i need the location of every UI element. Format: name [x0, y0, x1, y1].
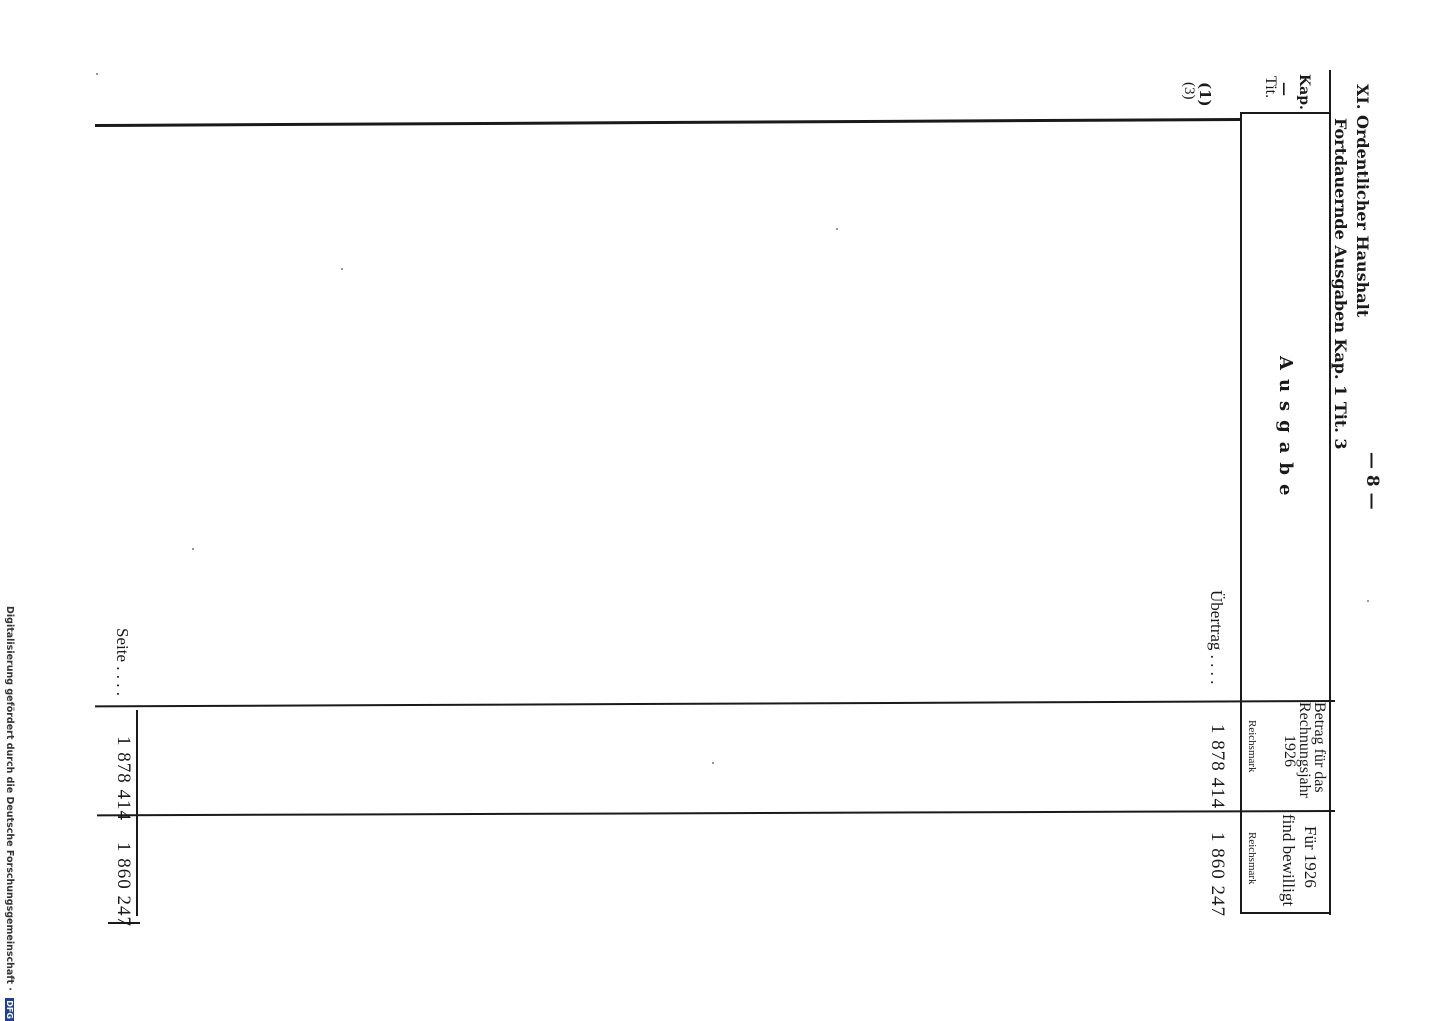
scan-speck — [712, 762, 714, 764]
header-bottom-rule — [1240, 112, 1242, 914]
betrag-unit: Reichsmark — [1246, 720, 1258, 773]
bewilligt-header-line2: find bewilligt — [1279, 814, 1298, 907]
dfg-logo: DFG — [5, 998, 14, 1021]
betrag-header-line1: Betrag für das — [1311, 702, 1328, 793]
separator-dot: · — [4, 983, 15, 995]
bewilligt-column-rule — [97, 810, 1336, 817]
page-number: — 8 — — [1362, 452, 1382, 510]
kap-header-rule — [1241, 112, 1331, 114]
betrag-column-rule-left — [95, 700, 1336, 708]
table-bottom-rule — [1241, 912, 1331, 914]
funding-note: Digitalisierung gefördert durch die Deut… — [4, 606, 15, 1021]
seite-bewilligt: 1 860 247 — [113, 842, 134, 927]
uebertrag-bewilligt: 1 860 247 — [1207, 832, 1228, 917]
tit-header: Tit. — [1262, 76, 1279, 99]
scan-speck — [836, 228, 838, 230]
scan-speck — [96, 73, 98, 75]
kap-header: Kap. — [1296, 74, 1312, 110]
row-kap-number: (1) — [1196, 82, 1214, 107]
seite-label: Seite . . . . — [113, 628, 132, 696]
bewilligt-header-line1: Für 1926 — [1301, 826, 1320, 888]
table-top-rule — [1329, 70, 1331, 915]
scan-speck — [1367, 600, 1369, 602]
seite-sum-rule — [136, 710, 138, 916]
uebertrag-label: Übertrag . . . . — [1207, 590, 1226, 685]
bewilligt-unit: Reichsmark — [1246, 832, 1258, 885]
betrag-header-line3: 1926 — [1281, 735, 1298, 767]
row-tit-number: (3) — [1181, 82, 1197, 100]
kap-column-rule — [95, 118, 1241, 127]
seite-bottom-rule — [108, 922, 140, 924]
uebertrag-betrag: 1 878 414 — [1207, 724, 1228, 809]
section-subtitle: Fortdauernde Ausgaben Kap. 1 Tit. 3 — [1331, 118, 1350, 450]
scan-speck — [192, 548, 194, 550]
scan-speck — [341, 268, 343, 270]
seite-betrag: 1 878 414 — [113, 736, 134, 821]
funding-note-text: Digitalisierung gefördert durch die Deut… — [4, 606, 15, 984]
ausgabe-header: Ausgabe — [1275, 356, 1296, 505]
section-title: XI. Ordentlicher Haushalt — [1353, 84, 1372, 318]
betrag-header-line2: Rechnungsjahr — [1296, 702, 1313, 798]
